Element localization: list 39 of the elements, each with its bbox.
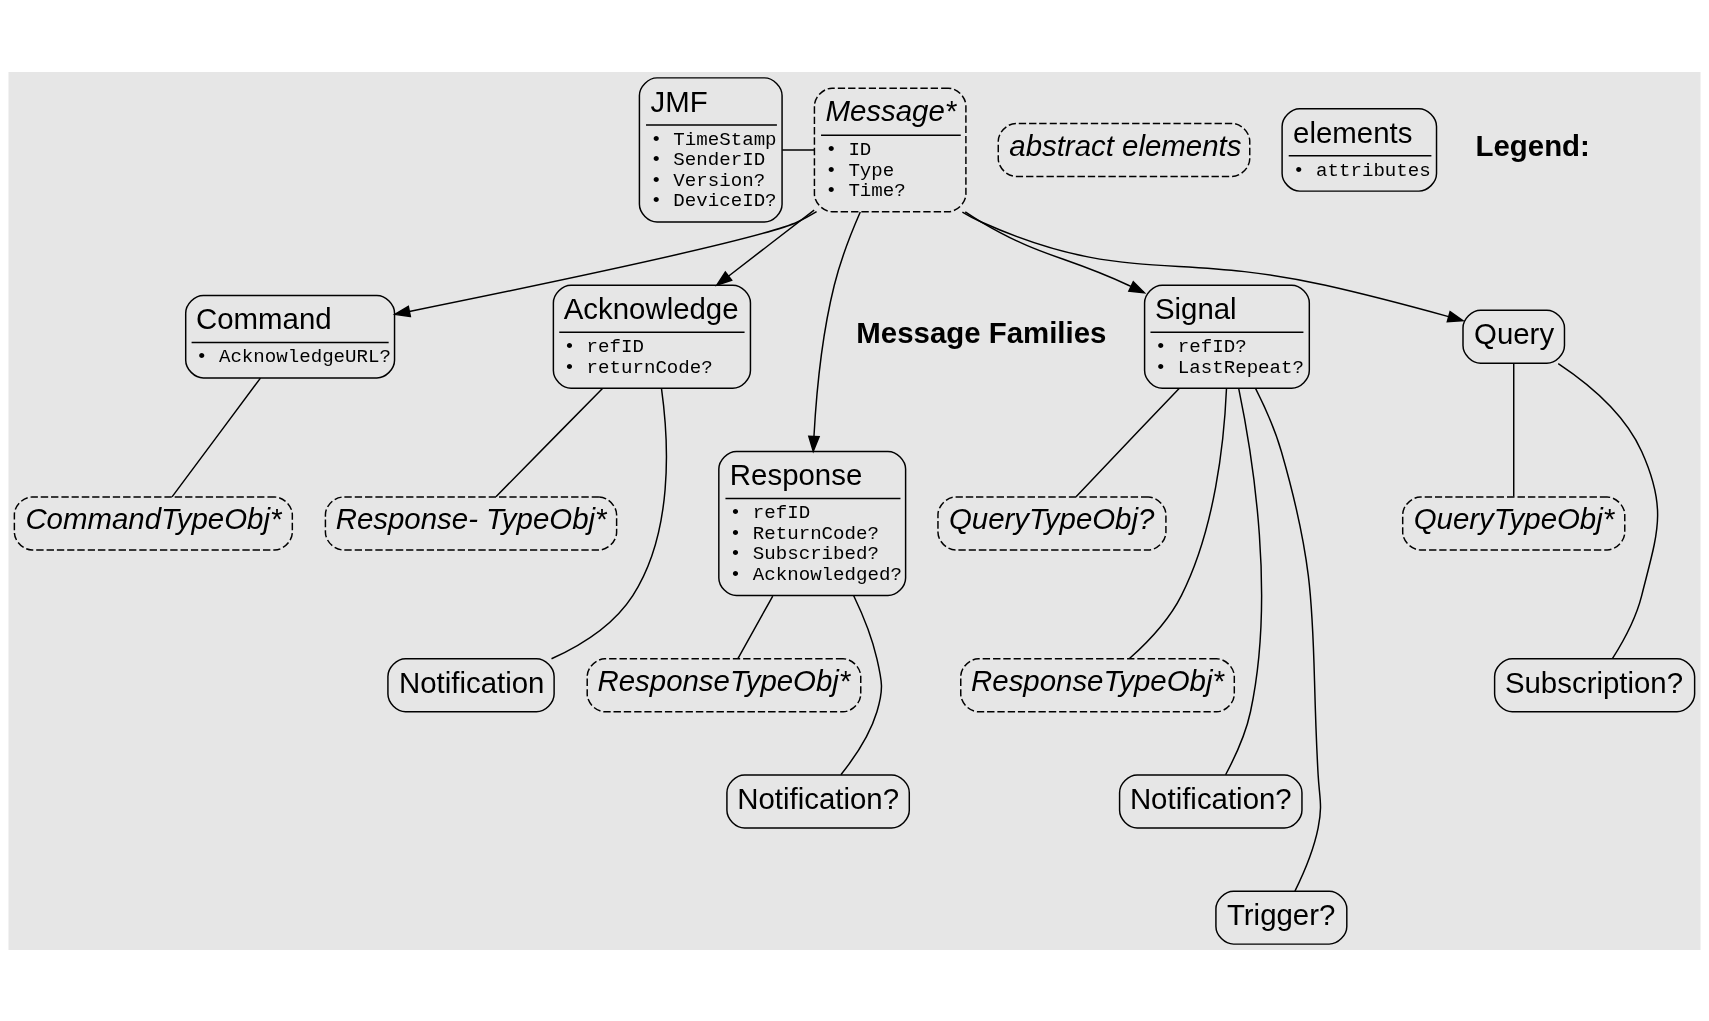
connector bbox=[1224, 387, 1263, 775]
arrow bbox=[807, 210, 861, 453]
arrow bbox=[392, 210, 818, 317]
node-box: Subscription? bbox=[1493, 657, 1696, 712]
node-box: Query bbox=[1462, 309, 1566, 364]
node-box: CommandTypeObj* bbox=[13, 495, 294, 551]
connector bbox=[737, 594, 774, 659]
node-box: elements • attributes bbox=[1281, 107, 1438, 192]
label: Message Families bbox=[856, 315, 1107, 349]
connector bbox=[1254, 387, 1322, 892]
node-box: ResponseTypeObj* bbox=[586, 657, 862, 712]
node-box: Response • refID • ReturnCode? • Subscribed? • Acknowledged? bbox=[718, 450, 907, 596]
connector bbox=[550, 387, 668, 659]
connector bbox=[1513, 362, 1515, 497]
connector bbox=[495, 387, 604, 497]
node-box: Response- TypeObj* bbox=[324, 495, 618, 551]
connector bbox=[781, 148, 815, 151]
node-box: Command • AcknowledgeURL? bbox=[184, 294, 396, 379]
node-box: QueryTypeObj* bbox=[1401, 495, 1626, 551]
node-box: abstract elements bbox=[997, 122, 1251, 177]
label: Legend: bbox=[1475, 128, 1590, 162]
node-box: Notification? bbox=[1118, 773, 1303, 829]
connector bbox=[1128, 387, 1228, 659]
node-box: Signal • refID? • LastRepeat? bbox=[1143, 284, 1311, 389]
node-box: Notification bbox=[387, 657, 555, 712]
arrow bbox=[964, 210, 1147, 294]
node-box: QueryTypeObj? bbox=[937, 495, 1167, 551]
node-box: ResponseTypeObj* bbox=[960, 657, 1236, 712]
connector bbox=[840, 594, 883, 775]
node-box: Message* • ID • Type • Time? bbox=[813, 86, 967, 212]
connector bbox=[1557, 362, 1659, 659]
node-box: Trigger? bbox=[1215, 889, 1348, 945]
node-box: Notification? bbox=[726, 773, 910, 829]
node-box: Acknowledge • refID • returnCode? bbox=[552, 284, 752, 389]
connector bbox=[171, 376, 262, 498]
arrow bbox=[715, 208, 815, 286]
connector bbox=[1075, 387, 1180, 497]
arrow bbox=[961, 210, 1465, 322]
node-box: JMF • TimeStamp • SenderID • Version? • DeviceID? bbox=[638, 76, 783, 223]
